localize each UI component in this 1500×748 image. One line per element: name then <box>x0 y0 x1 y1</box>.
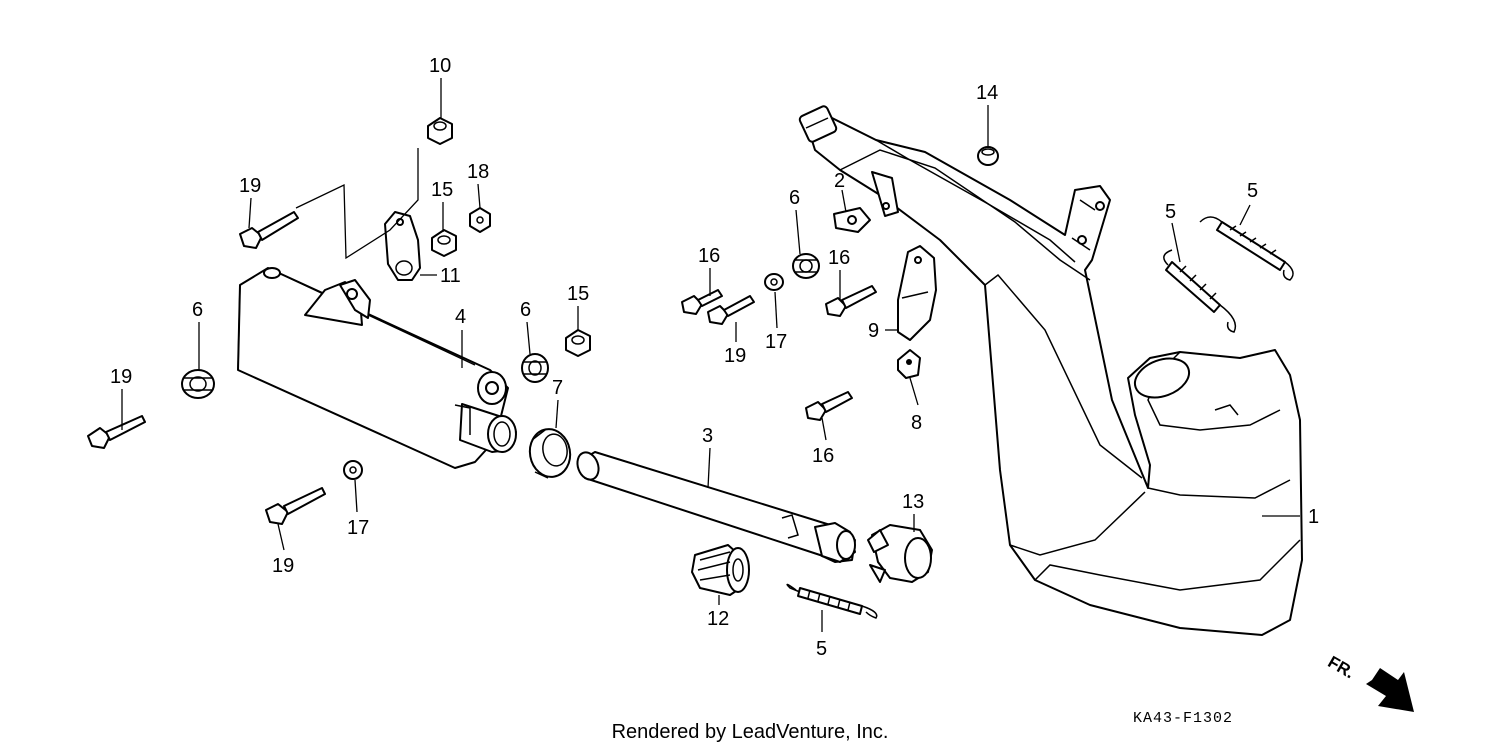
callout-3: 3 <box>702 425 713 447</box>
part-5-spring-b[interactable] <box>1163 249 1237 333</box>
callout-16c: 16 <box>812 445 834 467</box>
callout-16b: 16 <box>828 247 850 269</box>
part-10-collar[interactable] <box>427 117 453 145</box>
callout-10: 10 <box>429 55 451 77</box>
callout-19c: 19 <box>272 555 294 577</box>
part-15-collar-b[interactable] <box>565 329 591 357</box>
callout-5c: 5 <box>816 638 827 660</box>
callout-8: 8 <box>911 412 922 434</box>
callout-9: 9 <box>868 320 879 342</box>
part-19-bolt-b[interactable] <box>87 415 146 449</box>
diagram-code: KA43-F1302 <box>1133 710 1233 727</box>
part-5-spring-c[interactable] <box>786 583 878 619</box>
callout-6a: 6 <box>192 299 203 321</box>
part-14-collar[interactable] <box>977 146 999 166</box>
footer-credit: Rendered by LeadVenture, Inc. <box>612 721 889 743</box>
part-16-bolt-b[interactable] <box>825 285 877 317</box>
callout-labels: 1 2 3 4 5 5 5 6 6 6 7 8 9 10 11 12 13 14… <box>110 55 1319 660</box>
part-7-seal-ring[interactable] <box>526 426 574 480</box>
callout-1: 1 <box>1308 506 1319 528</box>
callout-5a: 5 <box>1247 180 1258 202</box>
callout-17b: 17 <box>347 517 369 539</box>
callout-6b: 6 <box>520 299 531 321</box>
part-19-bolt-d[interactable] <box>707 295 755 325</box>
callout-19d: 19 <box>724 345 746 367</box>
part-17-washer-a[interactable] <box>764 273 784 291</box>
callout-11: 11 <box>440 265 461 287</box>
part-4-silencer[interactable] <box>237 267 517 469</box>
part-2-gasket[interactable] <box>833 207 871 233</box>
part-12-packing[interactable] <box>691 544 750 596</box>
part-9-bracket[interactable] <box>897 245 937 341</box>
leader-lines <box>121 78 1300 632</box>
part-1-expansion-chamber[interactable] <box>798 105 1303 636</box>
callout-13: 13 <box>902 491 924 513</box>
part-19-bolt-a[interactable] <box>239 211 299 249</box>
callout-19b: 19 <box>110 366 132 388</box>
part-18-nut[interactable] <box>469 207 491 233</box>
callout-4: 4 <box>455 306 466 328</box>
callout-6c: 6 <box>789 187 800 209</box>
part-19-bolt-c[interactable] <box>265 487 326 525</box>
part-17-washer-b[interactable] <box>343 460 363 480</box>
part-11-stay[interactable] <box>384 211 421 281</box>
callout-19a: 19 <box>239 175 261 197</box>
part-5-spring-a[interactable] <box>1199 216 1294 281</box>
part-16-bolt-c[interactable] <box>805 391 853 421</box>
part-15-collar-a[interactable] <box>431 229 457 257</box>
callout-5b: 5 <box>1165 201 1176 223</box>
callout-15b: 15 <box>567 283 589 305</box>
front-label: FR. <box>1325 652 1358 682</box>
part-3-connecting-pipe[interactable] <box>574 449 856 563</box>
part-6-grommet-c[interactable] <box>792 253 820 279</box>
callout-15a: 15 <box>431 179 453 201</box>
part-16-bolt-a[interactable] <box>681 289 723 315</box>
part-8-clamp[interactable] <box>897 349 921 379</box>
callout-12: 12 <box>707 608 729 630</box>
part-6-grommet-a[interactable] <box>181 369 215 399</box>
part-6-grommet-b[interactable] <box>521 353 549 383</box>
callout-16a: 16 <box>698 245 720 267</box>
callout-14: 14 <box>976 82 998 104</box>
part-13-joint[interactable] <box>867 524 933 583</box>
front-arrow-icon <box>1366 668 1414 712</box>
callout-2: 2 <box>834 170 845 192</box>
callout-17a: 17 <box>765 331 787 353</box>
callout-18: 18 <box>467 161 489 183</box>
front-direction-indicator: FR. <box>1325 652 1414 712</box>
callout-7: 7 <box>552 377 563 399</box>
